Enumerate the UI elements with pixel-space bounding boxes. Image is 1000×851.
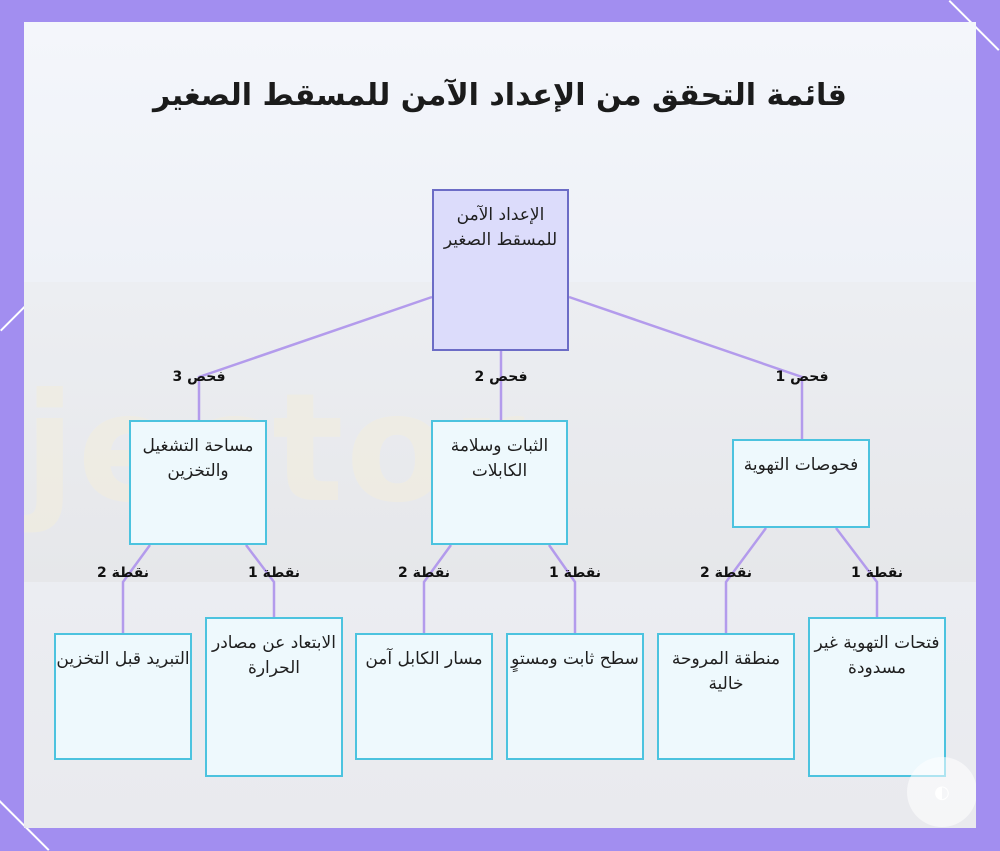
edge-label-check-1: فحص 1 [775, 369, 829, 385]
check-node-stability: الثبات وسلامة الكابلات [431, 420, 568, 545]
edge-connector [422, 544, 453, 633]
point-node-vents: فتحات التهوية غير مسدودة [808, 617, 946, 777]
edge-label-point: نقطة 2 [397, 565, 451, 581]
point-node-heat-sources: الابتعاد عن مصادر الحرارة [205, 617, 343, 777]
edge-label-point: نقطة 2 [96, 565, 150, 581]
check-node-space: مساحة التشغيل والتخزين [129, 420, 267, 545]
edge-connector [197, 295, 433, 420]
edge-connector [547, 544, 577, 633]
point-node-fan-area: منطقة المروحة خالية [657, 633, 795, 760]
edge-connector [724, 527, 768, 633]
point-node-label: الابتعاد عن مصادر الحرارة [212, 633, 336, 678]
edge-connector [568, 295, 804, 439]
edge-label-point: نقطة 2 [699, 565, 753, 581]
check-node-label: فحوصات التهوية [743, 455, 859, 475]
check-node-label: الثبات وسلامة الكابلات [450, 436, 549, 481]
brand-logo-icon: ◐ [907, 757, 976, 827]
root-node-label: الإعداد الآمن للمسقط الصغير [443, 205, 558, 250]
edge-label-point: نقطة 1 [548, 565, 602, 581]
root-node: الإعداد الآمن للمسقط الصغير [432, 189, 569, 351]
diagram-title: قائمة التحقق من الإعداد الآمن للمسقط الص… [153, 78, 847, 113]
point-node-cable-path: مسار الكابل آمن [355, 633, 493, 760]
edge-label-point: نقطة 1 [850, 565, 904, 581]
point-node-stable-surface: سطح ثابت ومستوٍ [506, 633, 644, 760]
diagram-edges [121, 295, 879, 633]
check-node-ventilation: فحوصات التهوية [732, 439, 870, 528]
diagram-panel: jector قائمة التحقق من الإعداد الآمن للم… [24, 22, 976, 828]
edge-label-check-3: فحص 3 [172, 369, 226, 385]
edge-connector [245, 544, 276, 617]
edge-label-check-2: فحص 2 [474, 369, 528, 385]
point-node-label: مسار الكابل آمن [365, 649, 483, 669]
edge-connector [121, 544, 152, 633]
point-node-cool-down: التبريد قبل التخزين [54, 633, 192, 760]
edge-connector [835, 527, 879, 617]
edge-label-point: نقطة 1 [247, 565, 301, 581]
point-node-label: سطح ثابت ومستوٍ [511, 649, 639, 669]
check-node-label: مساحة التشغيل والتخزين [142, 436, 254, 481]
point-node-label: منطقة المروحة خالية [671, 649, 781, 694]
point-node-label: فتحات التهوية غير مسدودة [814, 633, 940, 678]
point-node-label: التبريد قبل التخزين [56, 649, 190, 669]
